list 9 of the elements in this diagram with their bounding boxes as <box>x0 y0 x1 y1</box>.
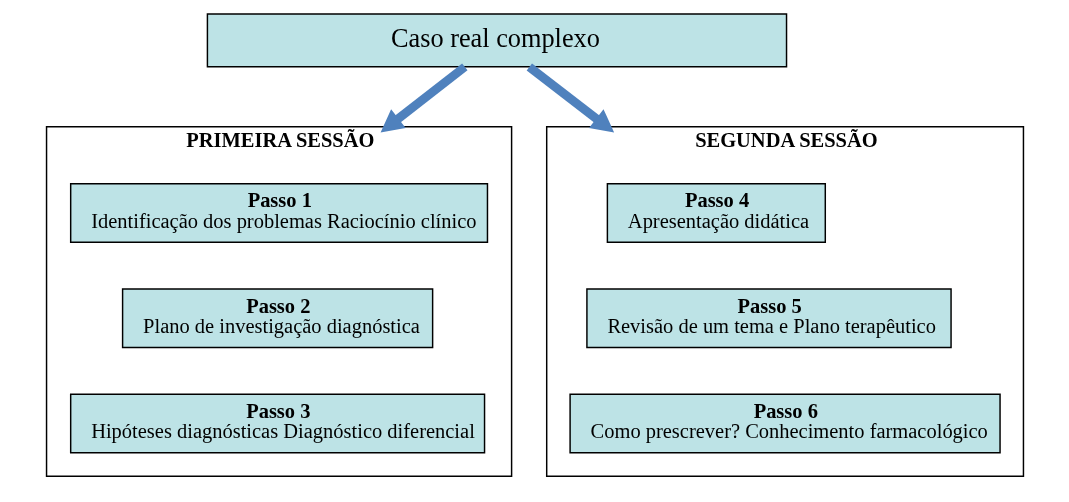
arrow <box>380 63 467 133</box>
node-box: Passo 1 Identificação dos problemas Raciocínio clínico <box>69 183 488 243</box>
node-box: Passo 2 Plano de investigação diagnóstica <box>121 288 433 349</box>
arrow <box>526 63 614 133</box>
node-box: Passo 6 Como prescrever? Conhecimento farmacológico <box>568 393 1001 454</box>
node-box: Passo 3 Hipóteses diagnósticas Diagnóstico diferencial <box>69 393 485 454</box>
node-box: Passo 5 Revisão de um tema e Plano terapêutico <box>585 288 952 349</box>
node-box: Caso real complexo <box>206 13 787 68</box>
node-box: Passo 4 Apresentação didática <box>606 183 826 243</box>
